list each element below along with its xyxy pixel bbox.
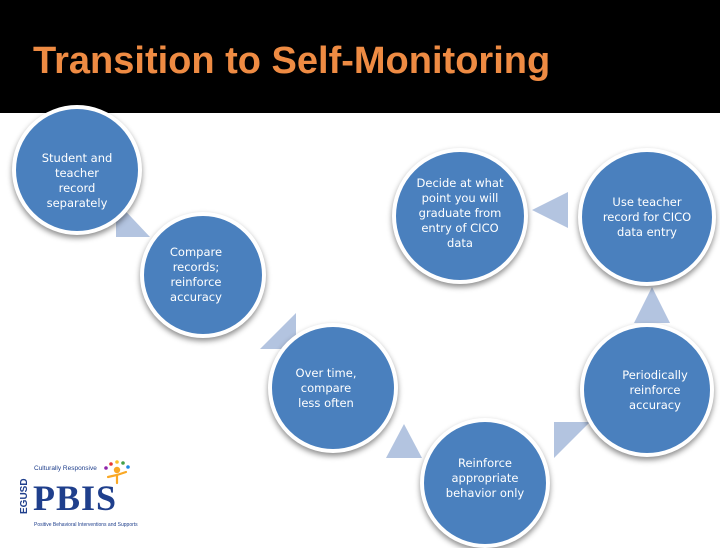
step-circle-compare-less-often: Over time, compare less often xyxy=(268,323,398,453)
pbis-figure-icon xyxy=(104,460,130,485)
step-label: Student and teacher record separately xyxy=(41,151,113,210)
connector-arrow-icon xyxy=(386,424,422,458)
connector-arrow-icon xyxy=(260,313,296,349)
logo-full-name: Positive Behavioral Interventions and Su… xyxy=(34,522,138,528)
connector-arrow-icon xyxy=(634,287,670,323)
step-circle-student-teacher-record: Student and teacher record separately xyxy=(12,105,142,235)
step-label: Periodically reinforce accuracy xyxy=(622,367,688,412)
logo-acronym: PBIS xyxy=(33,478,117,518)
step-circle-periodically-reinforce: Periodically reinforce accuracy xyxy=(580,323,714,457)
logo-district-text: EGUSD xyxy=(19,478,30,514)
step-label: Decide at what point you will graduate f… xyxy=(416,176,504,250)
step-circle-compare-records: Compare records; reinforce accuracy xyxy=(140,212,266,338)
slide-title: Transition to Self-Monitoring xyxy=(33,40,551,82)
step-label: Compare records; reinforce accuracy xyxy=(169,245,223,304)
logo-tagline: Culturally Responsive xyxy=(34,465,97,472)
pbis-logo: EGUSD Culturally Responsive PBIS Positiv… xyxy=(19,460,138,528)
step-label: Reinforce appropriate behavior only xyxy=(445,456,525,500)
step-circle-use-teacher-record: Use teacher record for CICO data entry xyxy=(578,148,716,286)
step-circle-reinforce-behavior: Reinforce appropriate behavior only xyxy=(420,418,550,548)
step-label: Over time, compare less often xyxy=(295,365,357,410)
step-label: Use teacher record for CICO data entry xyxy=(602,194,692,239)
step-circle-decide-graduate: Decide at what point you will graduate f… xyxy=(392,148,528,284)
connector-arrow-icon xyxy=(532,192,568,228)
connector-arrow-icon xyxy=(554,422,590,458)
title-bar: Transition to Self-Monitoring xyxy=(0,0,720,113)
